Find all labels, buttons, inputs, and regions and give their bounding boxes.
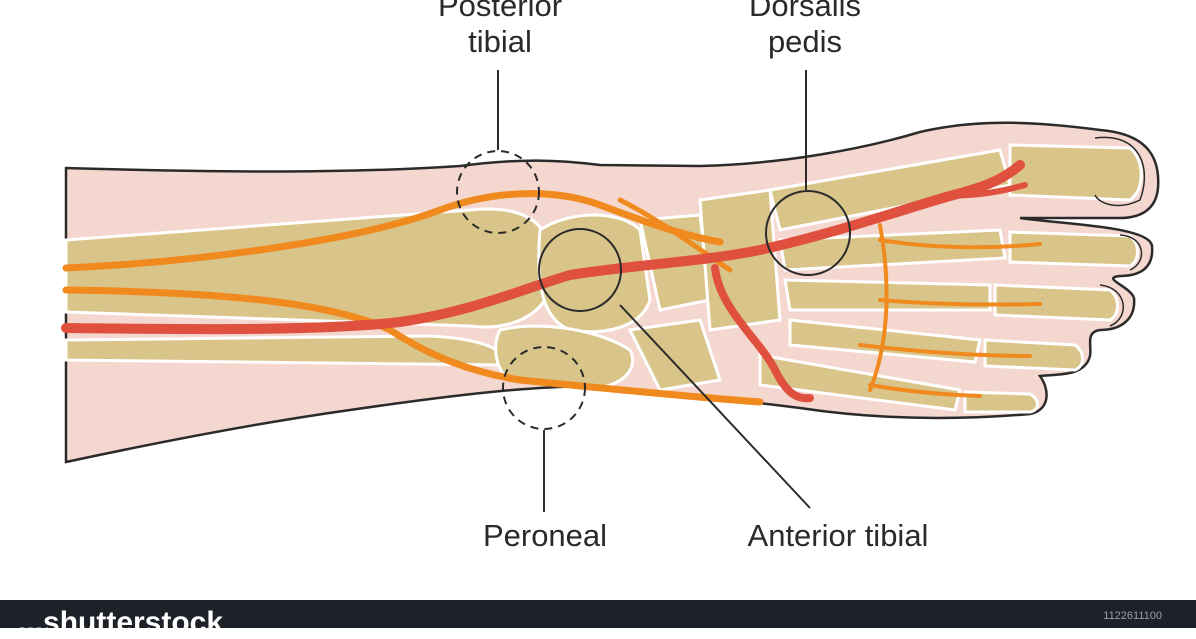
pulse-markers <box>456 150 851 430</box>
cuboid <box>627 318 722 392</box>
label-peroneal: Peroneal <box>482 518 608 553</box>
phalanx-toe-3 <box>993 283 1119 322</box>
watermark-footer-bar: ...shutterstock 1122611100 <box>0 600 1196 638</box>
label-dorsalis-pedis-line2: pedis <box>767 24 843 59</box>
phalanx-toe-4 <box>983 338 1084 372</box>
phalanx-big-toe <box>1008 143 1143 202</box>
peroneal-circle <box>502 346 586 430</box>
metatarsal-2 <box>778 228 1007 272</box>
phalanx-toe-2 <box>1008 230 1139 268</box>
footer-image-id: 1122611100 <box>1103 610 1162 622</box>
calcaneus <box>494 324 634 390</box>
foot-arteries-diagram: Posterior tibial Dorsalis pedis Peroneal… <box>61 0 1160 553</box>
label-anterior-tibial: Anterior tibial <box>747 518 929 553</box>
dorsalis-pedis-circle <box>765 190 851 276</box>
label-posterior-tibial-line1: Posterior <box>437 0 563 23</box>
foot-illustration <box>61 70 1160 512</box>
label-posterior-tibial-line2: tibial <box>468 24 532 59</box>
footer-brand-text: ...shutterstock <box>18 606 224 639</box>
orange-vessels <box>62 190 1042 406</box>
label-dorsalis-pedis: Dorsalis pedis <box>735 0 875 60</box>
fibula <box>64 334 508 367</box>
leader-lines <box>497 70 811 512</box>
anterior-tibial-circle <box>538 228 622 312</box>
toenails <box>1094 136 1146 327</box>
posterior-tibial-circle <box>456 150 540 234</box>
phalanx-toe-5 <box>963 390 1039 414</box>
label-posterior-tibial: Posterior tibial <box>420 0 580 60</box>
label-dorsalis-pedis-line1: Dorsalis <box>749 0 861 23</box>
metatarsal-5 <box>758 353 962 412</box>
red-arteries <box>61 160 1028 403</box>
